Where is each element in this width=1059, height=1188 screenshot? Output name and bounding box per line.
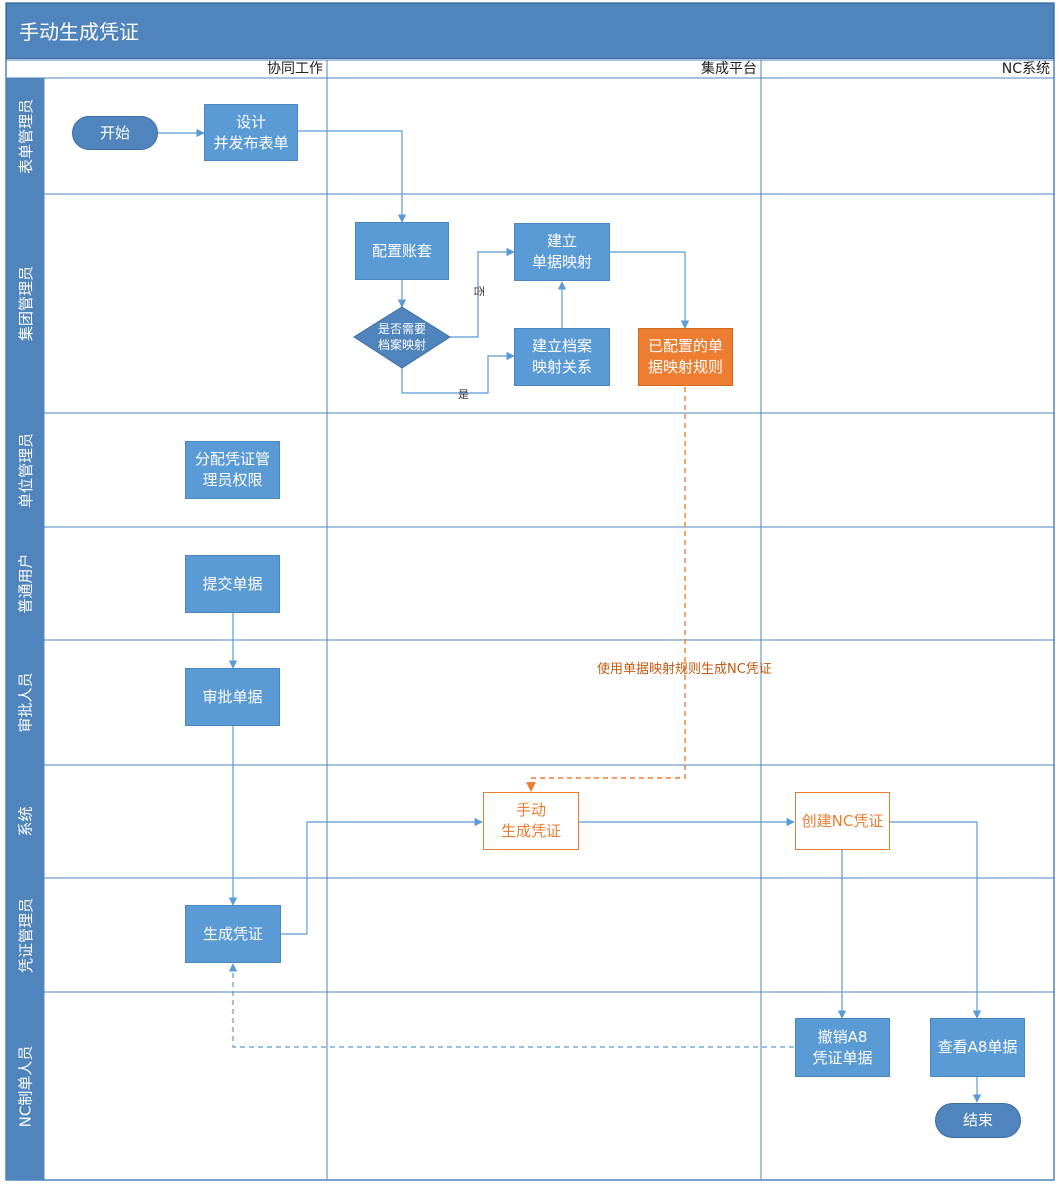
design-form-node: 设计 并发布表单 — [204, 104, 298, 161]
annotation: 使用单据映射规则生成NC凭证 — [597, 662, 772, 677]
edge-label-yes: 是 — [458, 388, 469, 401]
edge-label-no: 否 — [472, 285, 486, 297]
lane-label: 凭证管理员 — [6, 878, 44, 992]
assign-permission-node: 分配凭证管 理员权限 — [185, 441, 280, 499]
lane-label: 表单管理员 — [6, 78, 44, 194]
lane-label: NC制单人员 — [6, 992, 44, 1180]
diagram-title: 手动生成凭证 — [6, 3, 1054, 59]
manual-gen-node: 手动 生成凭证 — [483, 792, 579, 850]
edge-decision-no — [450, 247, 515, 338]
archive-mapping-node: 建立档案 映射关系 — [514, 328, 610, 386]
edge-gen-manual — [281, 817, 483, 935]
create-nc-node: 创建NC凭证 — [795, 792, 890, 850]
column-header: 集成平台 — [701, 61, 757, 77]
lane-label: 普通用户 — [6, 527, 44, 640]
edge-decision-yes — [401, 351, 515, 394]
approve-doc-node: 审批单据 — [185, 668, 280, 726]
configured-rules-node: 已配置的单 据映射规则 — [638, 328, 733, 386]
column-header: 协同工作 — [267, 61, 323, 77]
start-node: 开始 — [72, 116, 158, 150]
column-header: NC系统 — [1001, 61, 1050, 77]
edge-docmap-rules — [610, 251, 690, 329]
gen-voucher-node: 生成凭证 — [185, 905, 281, 963]
end-node: 结束 — [935, 1103, 1021, 1138]
edge-design-config — [298, 130, 407, 223]
lane-label: 单位管理员 — [6, 413, 44, 527]
decision-label: 是否需要 档案映射 — [377, 322, 426, 352]
lane-label: 集团管理员 — [6, 194, 44, 413]
submit-doc-node: 提交单据 — [185, 555, 280, 613]
lane-label: 系统 — [6, 765, 44, 878]
edge-revoke-gen — [228, 963, 794, 1048]
doc-mapping-node: 建立 单据映射 — [514, 223, 610, 281]
revoke-a8-node: 撤销A8 凭证单据 — [795, 1018, 890, 1077]
edge-create-view — [890, 821, 982, 1019]
view-a8-node: 查看A8单据 — [930, 1018, 1025, 1077]
config-accounts-node: 配置账套 — [355, 222, 449, 280]
decision-diamond — [353, 306, 451, 369]
lane-label: 审批人员 — [6, 640, 44, 765]
edge-rules-manual — [526, 387, 686, 792]
